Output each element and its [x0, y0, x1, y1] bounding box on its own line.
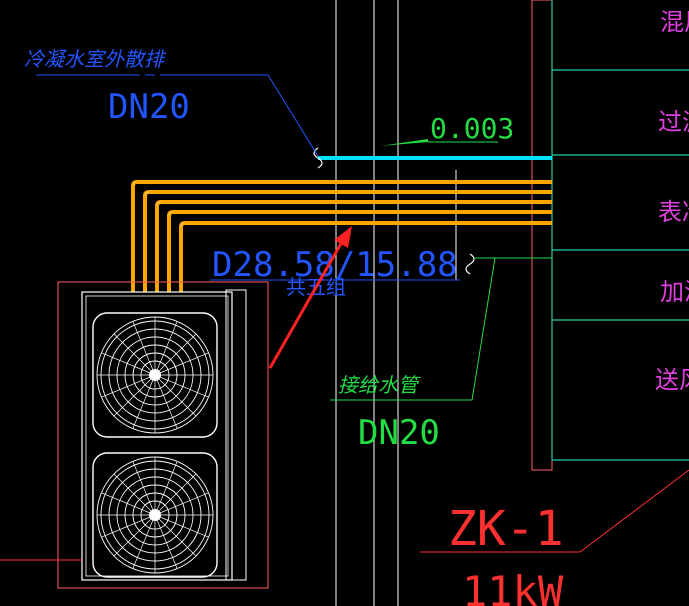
ahu-section-frame — [531, 0, 689, 471]
condensate-size: DN20 — [108, 87, 190, 127]
supply-title: 接给水管 — [338, 373, 421, 397]
fan-bottom-icon — [92, 452, 218, 578]
ahu-label-filter: 过滤 — [658, 108, 689, 136]
ahu-label-mix: 混风 — [660, 8, 689, 36]
condensate-pipe — [313, 147, 552, 169]
slope-value: 0.003 — [430, 112, 514, 145]
ahu-section-labels: 混风 过滤 表冷 加湿 送风 — [655, 8, 689, 394]
unit-leader — [420, 469, 689, 553]
slope-annotation: 0.003 — [380, 112, 514, 146]
ahu-label-humidify: 加湿 — [660, 278, 689, 306]
unit-power: 11kW — [462, 567, 564, 606]
annotation-arrow — [268, 226, 352, 369]
fan-top-icon — [92, 312, 218, 438]
condensate-leader — [36, 74, 319, 157]
supply-leader — [330, 253, 552, 401]
unit-tag: ZK-1 — [448, 501, 564, 557]
building-grid-lines — [335, 0, 457, 606]
condensate-title: 冷凝水室外散排 — [24, 47, 167, 71]
ahu-label-coil: 表冷 — [658, 198, 689, 226]
ahu-label-supply: 送风 — [655, 366, 689, 394]
condensing-unit — [0, 281, 269, 589]
refrigerant-pipe-outlines — [132, 181, 186, 228]
supply-size: DN20 — [358, 413, 440, 453]
